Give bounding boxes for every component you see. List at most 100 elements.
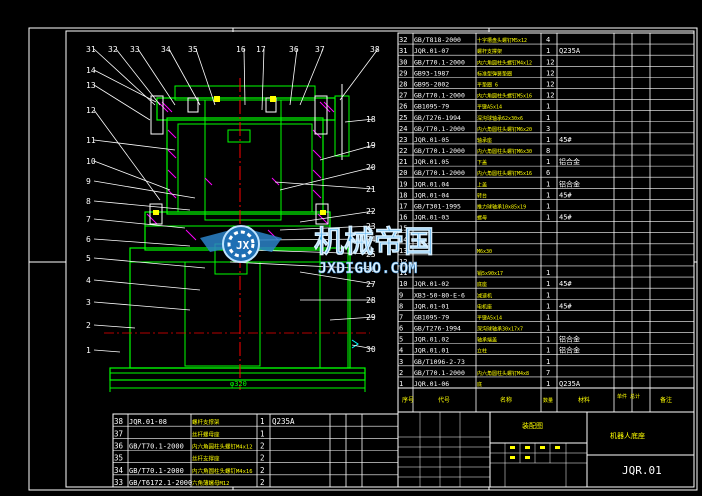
bom-right-code: GB95-2002 xyxy=(414,80,449,88)
bom-bottom-code: JQR.01-08 xyxy=(129,418,167,426)
bom-header-name: 名称 xyxy=(500,396,512,404)
bom-right-qty: 1 xyxy=(546,214,550,222)
bom-right-no: 20 xyxy=(399,169,407,177)
title-block: 装配图 机器人底座 JQR.01 xyxy=(397,411,695,488)
bom-right-code: GB93-1987 xyxy=(414,69,449,77)
bom-bottom-qty: 2 xyxy=(260,442,265,451)
callout-leader-35 xyxy=(195,48,216,106)
bom-right-name: 推力球轴承10x85x19 xyxy=(477,204,526,211)
callout-leader-37 xyxy=(299,48,324,106)
bom-right-name: 上盖 xyxy=(477,181,487,188)
callout-37: 37 xyxy=(315,45,325,54)
bom-right-code: JQR.01-03 xyxy=(414,214,449,222)
bom-right-no: 3 xyxy=(399,358,403,366)
bom-right-name: 内六角圆柱头螺钉M6x20 xyxy=(477,126,532,133)
bom-right-no: 16 xyxy=(399,214,407,222)
bom-right-code: GB/T818-2000 xyxy=(414,36,461,44)
callout-27: 27 xyxy=(366,280,376,289)
bom-right-code: GB/T276-1994 xyxy=(414,114,461,122)
callout-leader-11 xyxy=(93,139,176,151)
bom-header-qty: 数量 xyxy=(543,397,553,404)
callout-17: 17 xyxy=(256,45,266,54)
bom-right-mat: Q235A xyxy=(559,47,581,55)
bom-right-name: 内六角圆柱头螺钉M4x12 xyxy=(477,59,532,66)
callout-leader-33 xyxy=(137,48,176,106)
callout-leaders xyxy=(93,48,379,353)
callout-12: 12 xyxy=(86,106,96,115)
callout-leader-1 xyxy=(93,349,121,353)
bom-right-name: 转台 xyxy=(477,192,487,199)
bom-right-name: 底 xyxy=(477,381,482,388)
bom-right-code: XB3-50-80-E-6 xyxy=(414,291,465,299)
bom-right-no: 5 xyxy=(399,336,403,344)
bom-right-name: 螺杆支撑架 xyxy=(477,48,502,55)
callout-leader-10 xyxy=(93,160,171,191)
bom-header-wt: 单件 总计 xyxy=(617,393,640,400)
callout-31: 31 xyxy=(86,45,96,54)
bom-right-qty: 1 xyxy=(546,47,550,55)
bom-right-code: GB1095-79 xyxy=(414,313,449,321)
callout-4: 4 xyxy=(86,276,91,285)
bom-right-code: JQR.01.01 xyxy=(414,347,449,355)
bom-right-mat: 45# xyxy=(559,136,572,144)
bom-right-qty: 1 xyxy=(546,191,550,199)
bom-right-name: 下盖 xyxy=(477,159,487,166)
bom-right-qty: 1 xyxy=(546,114,550,122)
bom-bottom-no: 33 xyxy=(114,478,123,487)
bom-bottom-code: GB/T70.1-2000 xyxy=(129,443,184,451)
callout-8: 8 xyxy=(86,197,91,206)
callout-leader-19 xyxy=(319,144,375,161)
bom-right-no: 11 xyxy=(399,269,407,277)
bom-right-name: 底座 xyxy=(477,281,487,288)
callout-11: 11 xyxy=(86,136,96,145)
bom-right-code: GB1095-79 xyxy=(414,103,449,111)
bom-right-code: JQR.01.05 xyxy=(414,158,449,166)
callout-36: 36 xyxy=(289,45,299,54)
callout-7: 7 xyxy=(86,215,91,224)
bom-bottom-code: GB/T6172.1-2000 xyxy=(129,479,192,487)
bom-right-name: 平键A5x14 xyxy=(477,104,502,111)
bom-bottom-name: 内六角圆柱头螺钉M4x12 xyxy=(192,443,253,451)
callout-leader-20 xyxy=(279,166,375,191)
bom-right-name: M6x30 xyxy=(477,249,492,255)
bom-right-code: JQR.01-05 xyxy=(414,136,449,144)
bom-bottom-qty: 2 xyxy=(260,454,265,463)
bom-right-no: 4 xyxy=(399,347,403,355)
bom-right-name: 电机座 xyxy=(477,303,492,310)
bom-right-mat: 45# xyxy=(559,214,572,222)
callout-leader-36 xyxy=(289,48,298,106)
bom-right-qty: 3 xyxy=(546,125,550,133)
callout-25: 25 xyxy=(366,250,376,259)
bom-header-no: 序号 xyxy=(402,396,414,404)
bom-right-qty: 4 xyxy=(546,36,550,44)
bom-right-qty: 1 xyxy=(546,158,550,166)
bom-header-note: 备注 xyxy=(660,396,672,404)
bom-right-qty: 7 xyxy=(546,369,550,377)
bom-bottom-mat: Q235A xyxy=(272,417,295,426)
bom-right-qty: 1 xyxy=(546,269,550,277)
callout-leader-5 xyxy=(93,257,206,269)
bom-right-mat: 铝合金 xyxy=(559,179,580,188)
bom-right-mat: 45# xyxy=(559,302,572,310)
callout-24: 24 xyxy=(366,235,376,244)
callout-leader-34 xyxy=(168,48,201,106)
bom-right-no: 18 xyxy=(399,191,407,199)
bom-right-no: 12 xyxy=(399,258,407,266)
bom-bottom-code: GB/T70.1-2000 xyxy=(129,467,184,475)
bom-right-mat: 铝合金 xyxy=(559,346,580,355)
callout-leader-2 xyxy=(93,324,136,329)
callout-18: 18 xyxy=(366,115,376,124)
callout-26: 26 xyxy=(366,265,376,274)
bom-right-no: 32 xyxy=(399,36,407,44)
bom-bottom-name: 丝杆支撑座 xyxy=(192,455,220,463)
bom-bottom-name: 丝杆螺母座 xyxy=(192,430,220,438)
sheet-outer-frame xyxy=(28,27,698,491)
callout-30: 30 xyxy=(366,345,376,354)
bom-right-no: 27 xyxy=(399,92,407,100)
callout-10: 10 xyxy=(86,157,96,166)
bom-right-code: GB/T1096-2-73 xyxy=(414,358,465,366)
bom-right-qty: 1 xyxy=(546,380,550,388)
bom-right-name: 深沟球轴承62x30x6 xyxy=(477,115,523,122)
